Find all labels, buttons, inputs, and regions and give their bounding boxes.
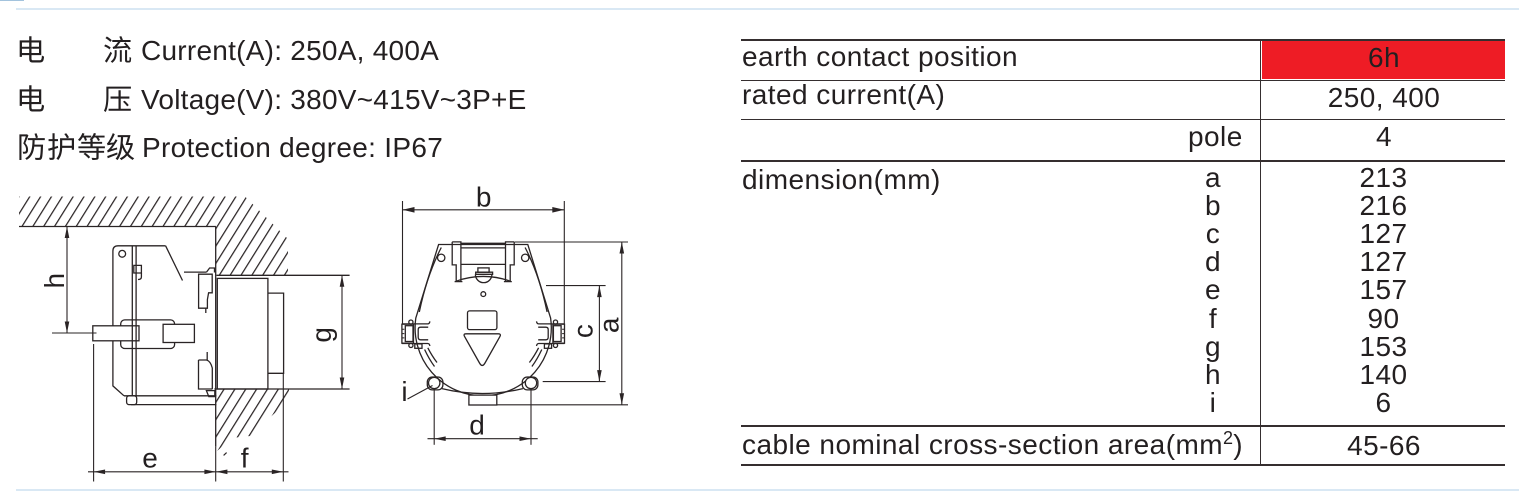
svg-text:d: d: [469, 410, 485, 441]
svg-text:g: g: [306, 327, 337, 343]
svg-text:e: e: [142, 443, 158, 474]
svg-text:i: i: [401, 376, 408, 407]
svg-text:h: h: [39, 273, 70, 289]
svg-text:a: a: [594, 317, 625, 333]
svg-text:c: c: [567, 324, 598, 338]
svg-text:f: f: [241, 443, 249, 474]
svg-text:b: b: [476, 181, 492, 212]
